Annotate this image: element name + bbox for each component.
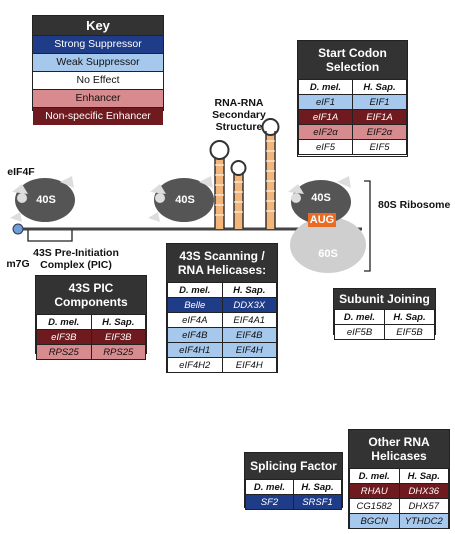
gene-dmel: RPS25 [36, 344, 92, 360]
gene-hsap: EIF3B [90, 329, 146, 345]
gene-hsap: SRSF1 [293, 494, 342, 510]
gene-hsap: EIF2α [352, 124, 407, 140]
column-header-dmel: D. mel. [298, 79, 353, 95]
gene-hsap: RPS25 [90, 344, 146, 360]
hairpin-1 [209, 140, 230, 229]
ribosome-80s-label: 80S Ribosome [378, 199, 451, 211]
gene-hsap: EIF4H [221, 357, 277, 373]
subunit-40s-label-middle: 40S [175, 194, 195, 206]
hairpin-2 [230, 160, 247, 229]
gene-dmel: eIF3B [36, 329, 92, 345]
key-title: Key [33, 16, 163, 35]
gene-dmel: eIF5 [298, 139, 353, 155]
gene-hsap: EIF5B [384, 324, 435, 340]
m7g-cap [12, 223, 24, 235]
gene-hsap: DHX57 [398, 498, 449, 514]
column-header-dmel: D. mel. [36, 314, 92, 330]
rna-structure-label: RNA-RNA Secondary Structure [212, 97, 266, 133]
gene-hsap: EIF1 [352, 94, 407, 110]
gene-hsap: DDX3X [221, 297, 277, 313]
scanning-helicases-box: 43S Scanning / RNA Helicases: D. mel.H. … [166, 243, 278, 373]
column-header-hsap: H. Sap. [90, 314, 146, 330]
subunit-joining-title: Subunit Joining [334, 289, 435, 309]
gene-dmel: eIF4A [167, 312, 223, 328]
gene-dmel: eIF5B [334, 324, 385, 340]
splicing-factor-title: Splicing Factor [245, 453, 342, 479]
key-legend: Key Strong Suppressor Weak Suppressor No… [32, 15, 164, 125]
pic-label: 43S Pre-Initiation Complex (PIC) [33, 247, 119, 271]
column-header-dmel: D. mel. [334, 309, 385, 325]
gene-dmel: SF2 [245, 494, 294, 510]
gene-hsap: EIF5 [352, 139, 407, 155]
gene-dmel: eIF4B [167, 327, 223, 343]
column-header-dmel: D. mel. [245, 479, 294, 495]
gene-dmel: eIF4H2 [167, 357, 223, 373]
subunit-60s-label: 60S [318, 248, 338, 260]
gene-hsap: EIF4B [221, 327, 277, 343]
gene-dmel: RHAU [349, 483, 400, 499]
other-helicases-title: Other RNA Helicases [349, 430, 449, 468]
key-weak-suppressor: Weak Suppressor [33, 53, 163, 71]
key-enhancer: Enhancer [33, 89, 163, 107]
gene-hsap: DHX36 [398, 483, 449, 499]
column-header-hsap: H. Sap. [293, 479, 342, 495]
start-codon-title: Start Codon Selection [298, 41, 407, 79]
key-nonspecific-enhancer: Non-specific Enhancer [33, 107, 163, 125]
gene-dmel: eIF4H1 [167, 342, 223, 358]
gene-hsap: YTHDC2 [398, 513, 449, 529]
gene-dmel: Belle [167, 297, 223, 313]
column-header-hsap: H. Sap. [352, 79, 407, 95]
subunit-40s-label-80s: 40S [311, 192, 331, 204]
key-no-effect: No Effect [33, 71, 163, 89]
gene-dmel: eIF1A [298, 109, 353, 125]
column-header-hsap: H. Sap. [221, 282, 277, 298]
subunit-40s-middle [148, 176, 214, 222]
column-header-dmel: D. mel. [167, 282, 223, 298]
gene-dmel: CG1582 [349, 498, 400, 514]
gene-dmel: eIF1 [298, 94, 353, 110]
start-codon-selection-box: Start Codon Selection D. mel.H. Sap. eIF… [297, 40, 408, 157]
subunit-40s-left [10, 176, 75, 222]
subunit-40s-label-left: 40S [36, 194, 56, 206]
aug-label: AUG [309, 214, 335, 226]
gene-hsap: EIF1A [352, 109, 407, 125]
hairpin-base-pairs [215, 140, 275, 216]
m7g-cap-label: m7G [6, 258, 30, 270]
gene-hsap: EIF4A1 [221, 312, 277, 328]
gene-dmel: eIF2α [298, 124, 353, 140]
eif4f-label: eIF4F [7, 166, 35, 178]
scanning-title: 43S Scanning / RNA Helicases: [167, 244, 277, 282]
hairpin-3 [261, 118, 280, 229]
pic-bracket [27, 230, 73, 242]
key-strong-suppressor: Strong Suppressor [33, 35, 163, 53]
column-header-hsap: H. Sap. [384, 309, 435, 325]
column-header-dmel: D. mel. [349, 468, 400, 484]
pic-components-title: 43S PIC Components [36, 276, 146, 314]
column-header-hsap: H. Sap. [398, 468, 449, 484]
ribosome-80s [288, 176, 366, 273]
ribosome-bracket [364, 180, 371, 272]
gene-dmel: BGCN [349, 513, 400, 529]
gene-hsap: EIF4H [221, 342, 277, 358]
